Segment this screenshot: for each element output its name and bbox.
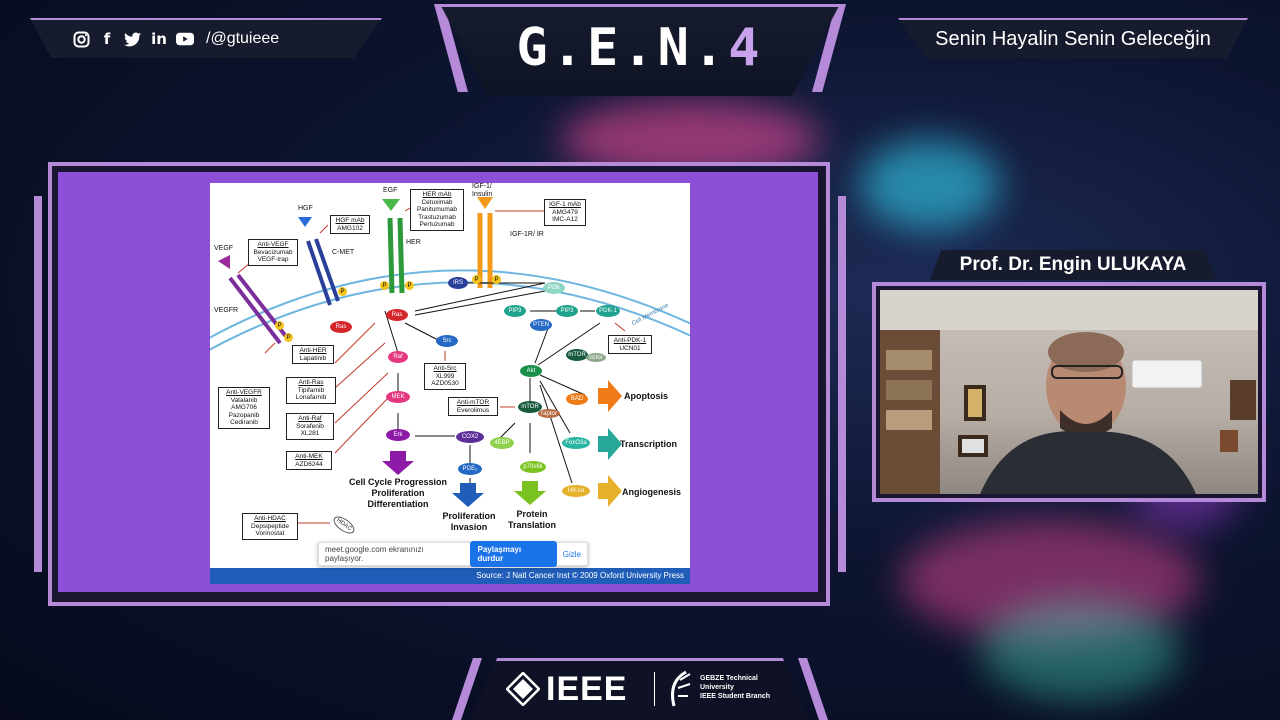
node-pge2: PGE₂ <box>458 463 482 475</box>
phosphate-p: P <box>284 333 293 342</box>
igf1r-label: IGF-1R/ IR <box>510 231 544 238</box>
node-rictor: rictor <box>586 353 606 362</box>
phosphate-p: P <box>492 275 501 284</box>
slogan-bar: Senin Hayalin Senin Geleceğin <box>898 18 1248 58</box>
share-notice-text: meet.google.com ekranınızı paylaşıyor. <box>325 545 424 563</box>
gtu-branch-text: GEBZE Technical University IEEE Student … <box>700 675 771 700</box>
node-4ebp: 4EBP <box>490 437 514 449</box>
dna-glow <box>860 140 1000 230</box>
hide-button[interactable]: Gizle <box>562 549 581 559</box>
gtu-emblem-icon <box>666 670 696 708</box>
her-label: HER <box>406 239 421 246</box>
speaker-video <box>880 290 1258 494</box>
cmet-label: C-MET <box>332 249 355 256</box>
screen-share-notice: meet.google.com ekranınızı paylaşıyor. P… <box>318 541 588 567</box>
node-ras: Ras <box>330 321 352 333</box>
node-erk: Erk <box>386 429 410 441</box>
twitter-icon <box>124 30 142 48</box>
egf-label: EGF <box>383 187 398 194</box>
node-raptor: raptor <box>538 409 560 418</box>
ieee-diamond-icon <box>505 671 541 707</box>
node-mtor-rictor: mTOR <box>566 349 588 361</box>
apoptosis-arrow <box>598 380 622 412</box>
slide-source: Source: J Natl Cancer Inst © 2009 Oxford… <box>210 568 690 584</box>
linkedin-icon: in <box>151 30 167 48</box>
cell-cycle-arrow <box>382 451 414 475</box>
node-cox2: COX2 <box>456 431 484 443</box>
node-irs: IRS <box>448 277 468 289</box>
outcome-transcription: Transcription <box>620 439 678 449</box>
node-akt: Akt <box>520 365 542 377</box>
node-pi3k: PI3k <box>543 282 565 294</box>
node-pip3: PIP3 <box>556 305 578 317</box>
node-mtor-raptor: mTOR <box>518 401 542 413</box>
node-foxo3a: FoxO3a <box>562 437 590 449</box>
transcription-arrow <box>598 428 622 460</box>
hgf-label: HGF <box>298 205 313 212</box>
presentation-slide: VEGF HGF EGF IGF-1/ Insulin VEGFR C-MET … <box>210 183 690 583</box>
event-logo: G.E.N.4 <box>516 18 764 78</box>
igf-label: IGF-1/ Insulin <box>472 183 493 198</box>
speaker-name: Prof. Dr. Engin ULUKAYA <box>959 254 1187 275</box>
angiogenesis-arrow <box>598 475 622 507</box>
outcome-protein-translation: Protein Translation <box>507 509 556 530</box>
node-hif1a: Hif-1α <box>562 485 590 497</box>
outcome-angiogenesis: Angiogenesis <box>622 487 682 497</box>
phosphate-p: P <box>338 287 347 296</box>
proliferation-arrow <box>452 483 484 507</box>
ieee-logo: IEEE <box>546 670 628 708</box>
outcome-cell-cycle: Cell Cycle Progression Proliferation Dif… <box>348 477 448 509</box>
protein-arrow <box>514 481 546 505</box>
dna-glow <box>900 520 1200 640</box>
speaker-name-tag: Prof. Dr. Engin ULUKAYA <box>930 250 1216 280</box>
frame-stripe <box>838 196 846 572</box>
node-ras: Ras <box>386 309 408 321</box>
speaker-video-scene <box>880 290 1258 494</box>
stop-sharing-button[interactable]: Paylaşmayı durdur <box>469 541 557 567</box>
social-handle: /@gtuieee <box>206 30 280 47</box>
instagram-icon <box>72 30 90 48</box>
dna-glow <box>980 600 1180 700</box>
phosphate-p: P <box>380 281 389 290</box>
phosphate-p: P <box>275 321 284 330</box>
outcome-apoptosis: Apoptosis <box>624 391 668 401</box>
social-bar: f in /@gtuieee <box>30 18 382 58</box>
node-pdk1: PDK-1 <box>596 305 620 317</box>
node-pip3: PIP3 <box>504 305 526 317</box>
node-pten: PTEN <box>530 319 552 331</box>
vegfr-label: VEGFR <box>214 307 239 314</box>
frame-stripe <box>34 196 42 572</box>
node-src: Src <box>436 335 458 347</box>
phosphate-p: P <box>472 275 481 284</box>
node-mek: MEK <box>386 391 410 403</box>
node-bad: BAD <box>566 393 588 405</box>
vegf-label: VEGF <box>214 245 234 252</box>
footer-divider <box>654 672 655 706</box>
phosphate-p: P <box>405 281 414 290</box>
facebook-icon: f <box>103 30 111 48</box>
node-raf: Raf <box>388 351 408 363</box>
youtube-icon <box>176 30 194 48</box>
logo-frame <box>440 4 840 96</box>
slogan-text: Senin Hayalin Senin Geleceğin <box>935 27 1211 50</box>
node-p70s6k: p70s6k <box>520 461 546 473</box>
outcome-proliferation: Proliferation Invasion <box>442 511 496 532</box>
